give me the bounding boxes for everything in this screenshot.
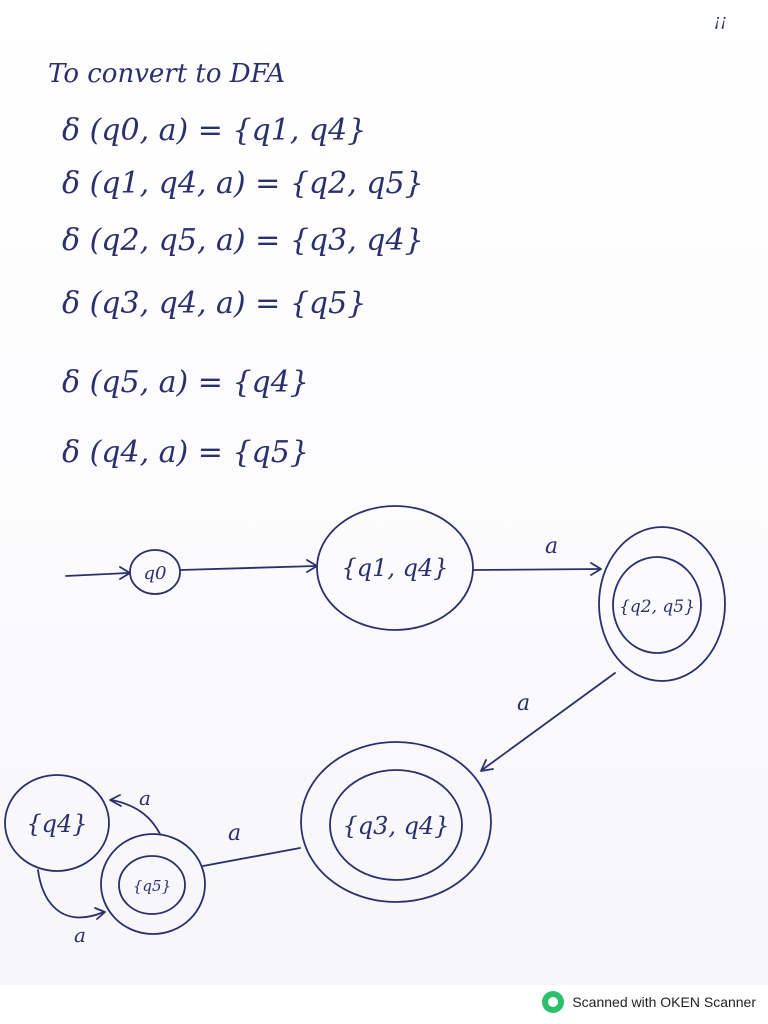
dfa-diagram: q0 {q1, q4} a {q2, q5} a {q3, q4} (4, 505, 726, 947)
oken-scanner-logo-icon (542, 991, 565, 1013)
edge-q1q4-to-q2q5 (472, 568, 601, 571)
edge-arrowhead (480, 759, 494, 772)
transition-line: δ (q5, a) = {q4} (62, 365, 309, 400)
edge-q3q4-to-q5 (202, 847, 301, 867)
state-label-q1q4: {q1, q4} (341, 554, 448, 582)
state-q3q4-inner (329, 769, 463, 881)
state-q5-outer (100, 833, 206, 935)
state-label-q3q4: {q3, q4} (342, 812, 449, 840)
state-q2q5-outer (598, 526, 726, 682)
edge-arrowhead (109, 794, 122, 807)
edge-q2q5-to-q3q4 (481, 672, 616, 771)
edge-q0-to-q1q4 (179, 565, 317, 571)
state-q4 (4, 774, 110, 872)
state-label-q5: {q5} (133, 877, 171, 895)
state-q2q5-inner (612, 556, 702, 654)
transition-line: δ (q3, q4, a) = {q5} (62, 286, 366, 321)
edge-label: a (517, 691, 530, 716)
scanner-text: Scanned with OKEN Scanner (572, 994, 756, 1010)
state-label-q4: {q4} (26, 810, 87, 838)
state-label-q2q5: {q2, q5} (619, 597, 695, 617)
state-q5-inner (118, 855, 186, 915)
edge-label: a (545, 534, 558, 559)
state-q3q4-outer (300, 741, 492, 903)
scanner-footer: Scanned with OKEN Scanner (0, 985, 768, 1024)
edge-label: a (228, 821, 241, 846)
transition-line: δ (q0, a) = {q1, q4} (62, 113, 366, 148)
handwritten-notes: ¡¡ To convert to DFA δ (q0, a) = {q1, q4… (4, 11, 727, 947)
transition-line: δ (q1, q4, a) = {q2, q5} (62, 166, 424, 201)
notebook-page: ¡¡ To convert to DFA δ (q0, a) = {q1, q4… (0, 0, 768, 985)
state-q0 (129, 549, 181, 595)
edge-arrowhead (94, 907, 106, 920)
transition-list: δ (q0, a) = {q1, q4} δ (q1, q4, a) = {q2… (62, 113, 424, 470)
edge-label: a (139, 786, 151, 810)
edge-label: a (74, 923, 86, 947)
page-heading: To convert to DFA (48, 59, 285, 89)
start-arrow (65, 572, 129, 577)
edge-q4-to-q5 (37, 869, 105, 919)
scanner-badge: Scanned with OKEN Scanner (542, 991, 756, 1013)
edge-q5-to-q4 (111, 799, 161, 835)
state-label-q0: q0 (144, 563, 167, 584)
transition-line: δ (q4, a) = {q5} (62, 435, 309, 470)
state-q1q4 (316, 505, 474, 631)
corner-mark: ¡¡ (714, 11, 727, 30)
transition-line: δ (q2, q5, a) = {q3, q4} (62, 223, 424, 258)
edge-arrowhead (590, 562, 602, 576)
